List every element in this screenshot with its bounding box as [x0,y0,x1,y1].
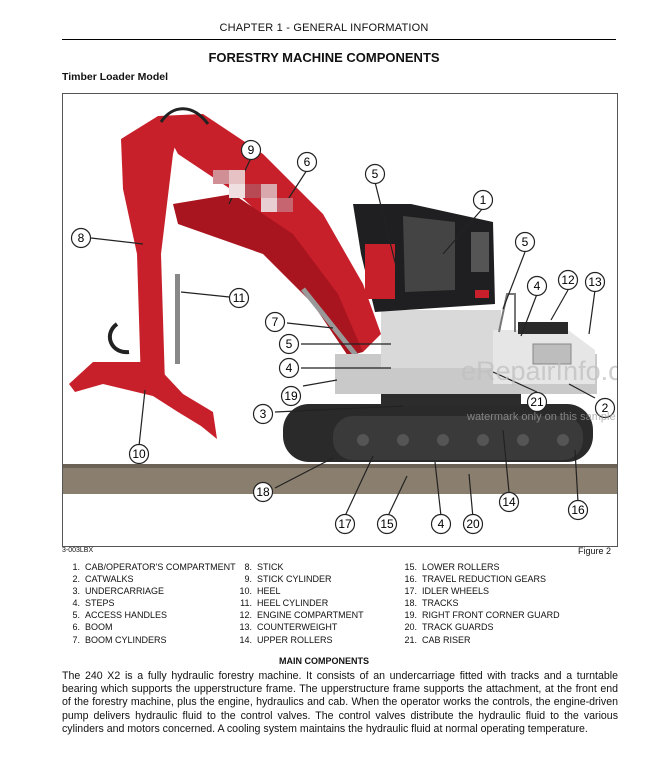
callout-7: 7 [264,311,286,333]
legend-item: 3.UNDERCARRIAGE [72,586,165,597]
callout-number: 12 [561,273,575,287]
legend-item: 7.BOOM CYLINDERS [72,634,167,645]
callout-13: 13 [584,271,606,293]
machine-illustration [63,107,617,519]
legend-item: 19.RIGHT FRONT CORNER GUARD [404,610,560,621]
legend-item: 15.LOWER ROLLERS [404,562,500,572]
callout-18: 18 [252,481,274,503]
heel-cylinder-shape [175,274,180,364]
header-rule [62,39,616,40]
callout-15: 15 [376,513,398,535]
callout-9: 9 [240,139,262,161]
callout-number: 16 [571,503,585,517]
callout-number: 5 [522,235,529,249]
callout-4: 4 [526,275,548,297]
callout-1: 1 [472,189,494,211]
callout-4: 4 [430,513,452,535]
callout-number: 10 [132,447,146,461]
callout-number: 21 [530,395,544,409]
legend-item: 1.CAB/OPERATOR'S COMPARTMENT [72,562,236,572]
callout-number: 3 [260,407,267,421]
legend-item: 14.UPPER ROLLERS [239,634,333,645]
callout-2: 2 [594,397,616,419]
callout-11: 11 [228,287,250,309]
legend-item: 12.ENGINE COMPARTMENT [239,610,364,621]
callout-number: 6 [304,155,311,169]
main-components-heading: MAIN COMPONENTS [279,656,369,666]
legend-item: 13.COUNTERWEIGHT [239,622,338,633]
callout-number: 18 [256,485,270,499]
callout-number: 11 [233,291,246,305]
watermark-line1: eRepairInfo.com [461,356,617,386]
legend-item: 17.IDLER WHEELS [404,586,490,597]
figure-label: Figure 2 [578,546,612,556]
callout-number: 9 [248,143,255,157]
legend-column-2: 8.STICK 9.STICK CYLINDER 10.HEEL 11.HEEL… [230,561,364,646]
callout-number: 19 [284,389,298,403]
legend-item: 2.CATWALKS [72,574,134,585]
callout-number: 13 [588,275,602,289]
legend-item: 9.STICK CYLINDER [244,574,332,585]
legend-item: 20.TRACK GUARDS [404,622,494,633]
callout-6: 6 [296,151,318,173]
legend-item: 5.ACCESS HANDLES [72,610,168,621]
callout-number: 8 [78,231,85,245]
callout-14: 14 [498,491,520,513]
callout-4: 4 [278,357,300,379]
legend-item: 10.HEEL [239,586,281,597]
page-title: FORESTRY MACHINE COMPONENTS [208,50,440,65]
legend-item: 18.TRACKS [404,598,459,609]
legend-column-1: 1.CAB/OPERATOR'S COMPARTMENT 2.CATWALKS … [58,561,236,646]
ground [63,466,617,494]
callout-number: 4 [286,361,293,375]
callout-number: 14 [502,495,516,509]
callout-5: 5 [364,163,386,185]
callout-20: 20 [462,513,484,535]
main-components-paragraph: The 240 X2 is a fully hydraulic forestry… [62,670,618,735]
callout-number: 17 [338,517,352,531]
callout-17: 17 [334,513,356,535]
callout-16: 16 [567,499,589,521]
callout-number: 4 [534,279,541,293]
leader-lines [90,157,596,519]
legend-item: 11.HEEL CYLINDER [240,598,329,609]
heel-shape [69,362,217,439]
figure-id: 3-003LBX [62,547,94,554]
callout-number: 5 [286,337,293,351]
callout-21: 21 [526,391,548,413]
legend-item: 21.CAB RISER [404,634,471,645]
legend-item: 16.TRAVEL REDUCTION GEARS [404,574,547,585]
callout-number: 20 [466,517,480,531]
callout-19: 19 [280,385,302,407]
legend-item: 8.STICK [244,562,284,572]
legend-item: 6.BOOM [72,622,113,633]
callout-number: 5 [372,167,379,181]
callout-8: 8 [70,227,92,249]
callout-3: 3 [252,403,274,425]
stick-shape [121,116,178,390]
callout-number: 4 [438,517,445,531]
callout-12: 12 [557,269,579,291]
callout-number: 7 [272,315,279,329]
callout-5: 5 [514,231,536,253]
pixelation-patch [213,170,293,212]
callout-number: 1 [480,193,487,207]
callout-10: 10 [128,443,150,465]
callout-number: 2 [602,401,609,415]
watermark: eRepairInfo.com watermark only on this s… [461,356,617,423]
legend-item: 4.STEPS [72,598,115,609]
chapter-header: CHAPTER 1 - GENERAL INFORMATION [219,22,429,34]
callout-number: 15 [380,517,394,531]
legend-column-3: 15.LOWER ROLLERS 16.TRAVEL REDUCTION GEA… [395,561,560,646]
callout-5: 5 [278,333,300,355]
figure-subtitle: Timber Loader Model [62,71,168,83]
watermark-line2: watermark only on this sample [466,411,616,423]
